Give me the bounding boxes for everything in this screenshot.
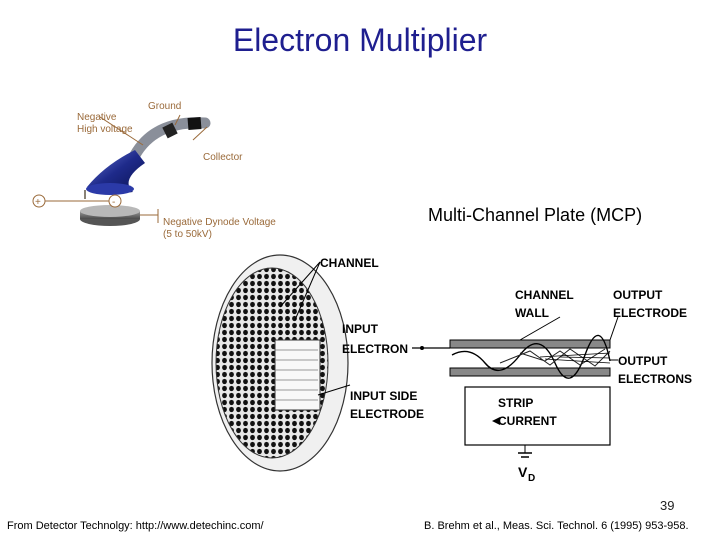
strip-current-loop (464, 386, 611, 446)
label-output-electrode: OUTPUT (613, 288, 663, 302)
collector-leader (192, 126, 208, 141)
label-wall: WALL (515, 306, 549, 320)
mcp-label: Multi-Channel Plate (MCP) (428, 205, 643, 225)
minus-terminal-icon (108, 194, 122, 208)
electron-cascade-3 (539, 352, 611, 364)
tube-band (187, 117, 202, 130)
label-vd: V (518, 464, 528, 480)
output-electrode-leader (609, 316, 619, 341)
label-input-electrode: ELECTRODE (350, 407, 424, 421)
label-channel-wall: CHANNEL (515, 288, 574, 302)
strip-arrow (492, 417, 500, 425)
channel-wall-leader (519, 316, 561, 341)
label-plus: + (35, 197, 41, 208)
funnel-mouth (86, 183, 134, 195)
electron-cascade (451, 334, 611, 379)
label-vd-sub: D (528, 473, 535, 484)
label-minus: - (112, 197, 115, 208)
multiplier-funnel (87, 150, 145, 193)
cutaway-channels (275, 349, 318, 401)
mcp-cutaway (274, 339, 321, 411)
ground-leader (174, 114, 181, 126)
hv-leader (99, 116, 144, 146)
plus-terminal-icon (32, 194, 46, 208)
label-strip: STRIP (498, 396, 533, 410)
input-side-leader (317, 384, 351, 396)
source-left: From Detector Technolgy: http://www.dete… (7, 520, 264, 532)
label-input-side: INPUT SIDE (350, 389, 417, 403)
label-input: INPUT (342, 322, 379, 336)
mcp-figure: CHANNEL INPUT ELECTRON INPUT SIDE ELECTR… (211, 254, 692, 484)
channel-top-wall (449, 339, 611, 349)
channel-leader-2 (294, 261, 321, 321)
label-electrode: ELECTRODE (613, 306, 687, 320)
label-electrons: ELECTRONS (618, 372, 692, 386)
label-negative: Negative (77, 112, 117, 123)
page-number: 39 (660, 498, 675, 513)
channel-leader (279, 261, 321, 308)
dynode-top (80, 205, 140, 217)
label-dynode-voltage: Negative Dynode Voltage (163, 217, 276, 228)
slide-title: Electron Multiplier (232, 22, 488, 58)
label-output-electrons: OUTPUT (618, 354, 668, 368)
label-dynode-range: (5 to 50kV) (163, 229, 212, 240)
label-ground: Ground (148, 101, 181, 112)
source-right: B. Brehm et al., Meas. Sci. Technol. 6 (… (424, 520, 689, 532)
label-electron: ELECTRON (342, 342, 408, 356)
channel-bottom-wall (449, 367, 611, 377)
label-high-voltage: High voltage (77, 124, 133, 135)
label-channel: CHANNEL (320, 256, 379, 270)
electron-multiplier-figure: Ground Negative High voltage Collector +… (32, 101, 276, 240)
input-electron-dot (420, 346, 424, 350)
tube-band (162, 122, 178, 139)
label-current: CURRENT (498, 414, 557, 428)
label-collector: Collector (203, 152, 243, 163)
